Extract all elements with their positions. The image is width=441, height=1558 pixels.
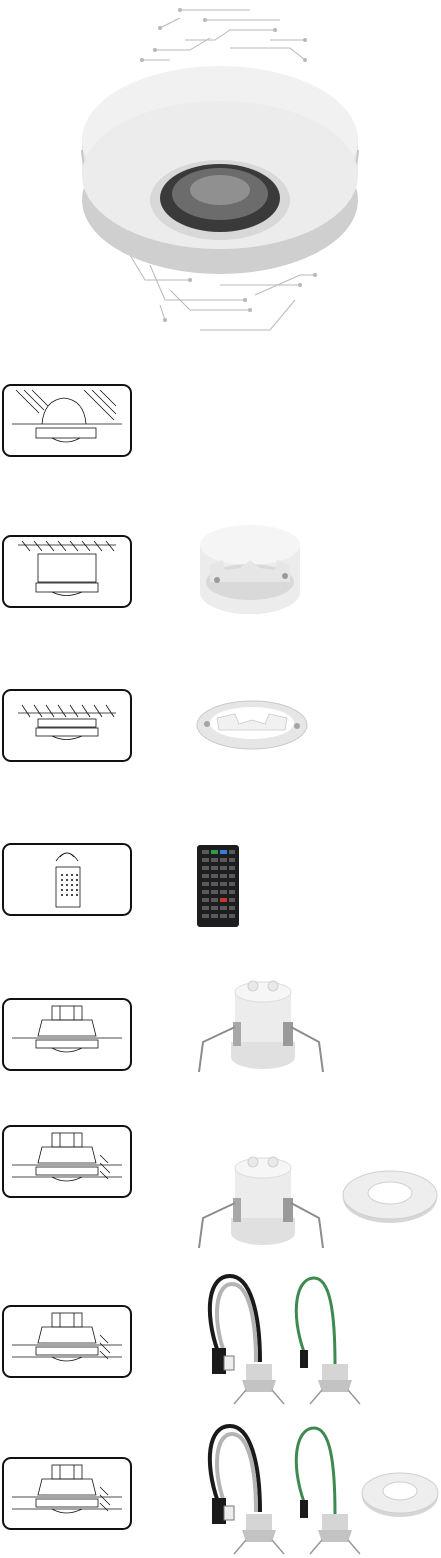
flush-sensor-part xyxy=(198,1156,324,1249)
circuit-lines-bottom xyxy=(129,254,315,331)
surface-box-diagram-icon xyxy=(18,540,116,596)
remote-control-diagram xyxy=(2,843,132,916)
green-cable-sensor xyxy=(294,1426,361,1555)
surface-mount-box-image xyxy=(200,525,300,614)
flush-mount-cable-trim-diagram xyxy=(2,1457,132,1530)
surface-mount-diagram xyxy=(2,384,132,457)
ir-remote-control-image xyxy=(197,845,239,927)
flush-mount-trim-diagram-icon xyxy=(12,1132,122,1182)
flush-mount-trim-diagram xyxy=(2,1125,132,1198)
flush-mount-diagram xyxy=(2,998,132,1071)
mounting-ring-image xyxy=(196,700,308,750)
hero-sensor-image xyxy=(81,8,359,331)
flush-mount-cable-diagram xyxy=(2,1305,132,1378)
trim-ring-part xyxy=(342,1170,438,1223)
black-grey-cable-sensor xyxy=(207,1273,285,1405)
remote-control-icon xyxy=(55,852,81,908)
flush-sensors-cables-trim-ring-image xyxy=(207,1423,439,1555)
flush-mount-diagram-icon xyxy=(12,1005,122,1053)
circuit-lines-top xyxy=(142,9,306,61)
trim-ring-part xyxy=(361,1472,439,1517)
flush-mount-cable-trim-diagram-icon xyxy=(12,1464,122,1514)
flush-mount-cable-diagram-icon xyxy=(12,1312,122,1362)
flush-sensor-and-trim-ring-image xyxy=(198,1156,438,1249)
black-grey-cable-sensor xyxy=(207,1423,285,1555)
flush-mount-sensor-image xyxy=(198,980,324,1073)
flush-sensors-with-cables-image xyxy=(207,1273,361,1405)
green-cable-sensor xyxy=(294,1276,361,1405)
surface-box-diagram xyxy=(2,535,132,608)
surface-mount-diagram-icon xyxy=(12,389,122,443)
mounting-plate-diagram xyxy=(2,689,132,762)
mounting-plate-diagram-icon xyxy=(18,704,116,740)
